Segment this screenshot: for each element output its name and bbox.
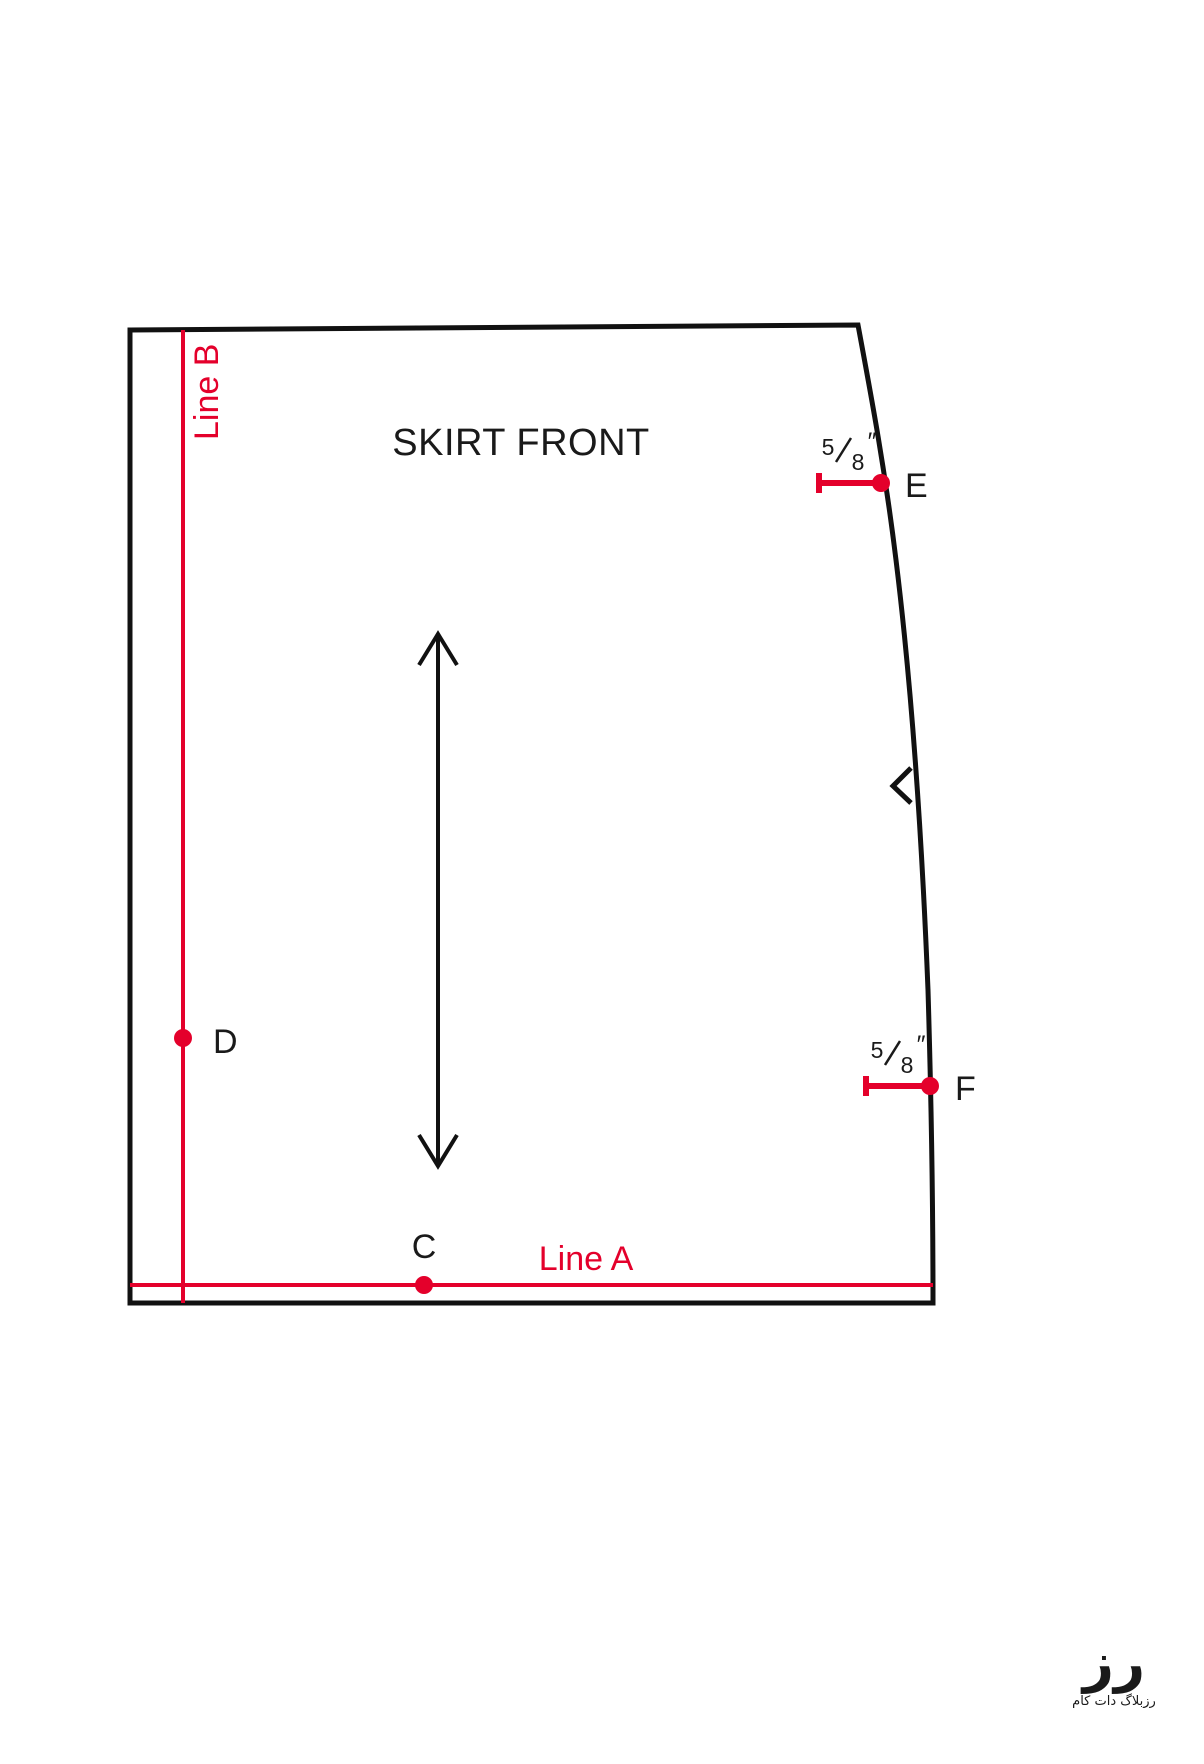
seam-allowance-f-denominator: 8 xyxy=(901,1052,914,1078)
point-f-label: F xyxy=(955,1070,976,1108)
seam-allowance-e-numerator: 5 xyxy=(822,434,835,460)
grainline-arrow xyxy=(417,630,459,1170)
watermark: رز رزبلاگ دات کام xyxy=(1054,1626,1174,1746)
point-c-dot xyxy=(415,1276,433,1294)
seam-allowance-rule-e xyxy=(816,473,881,493)
seam-allowance-f-unit: ″ xyxy=(917,1031,926,1059)
pattern-outline xyxy=(127,322,936,1306)
line-a-label: Line A xyxy=(539,1240,634,1278)
seam-allowance-label-f: 5 8 ″ xyxy=(871,1031,926,1078)
watermark-logo-icon: رز xyxy=(1082,1631,1149,1694)
point-e-dot xyxy=(872,474,890,492)
seam-allowance-e-denominator: 8 xyxy=(852,449,865,475)
point-c-label: C xyxy=(412,1228,437,1266)
point-d-dot xyxy=(174,1029,192,1047)
point-e-label: E xyxy=(905,467,928,505)
seam-notch-icon xyxy=(889,766,913,805)
seam-allowance-label-e: 5 8 ″ xyxy=(822,428,877,475)
seam-allowance-e-unit: ″ xyxy=(868,428,877,456)
line-b-label: Line B xyxy=(188,344,226,440)
seam-allowance-rule-f xyxy=(863,1076,930,1096)
watermark-text: رزبلاگ دات کام xyxy=(1072,1694,1156,1709)
seam-allowance-f-numerator: 5 xyxy=(871,1037,884,1063)
point-f-dot xyxy=(921,1077,939,1095)
page-title: SKIRT FRONT xyxy=(392,422,649,464)
point-d-label: D xyxy=(213,1023,238,1061)
